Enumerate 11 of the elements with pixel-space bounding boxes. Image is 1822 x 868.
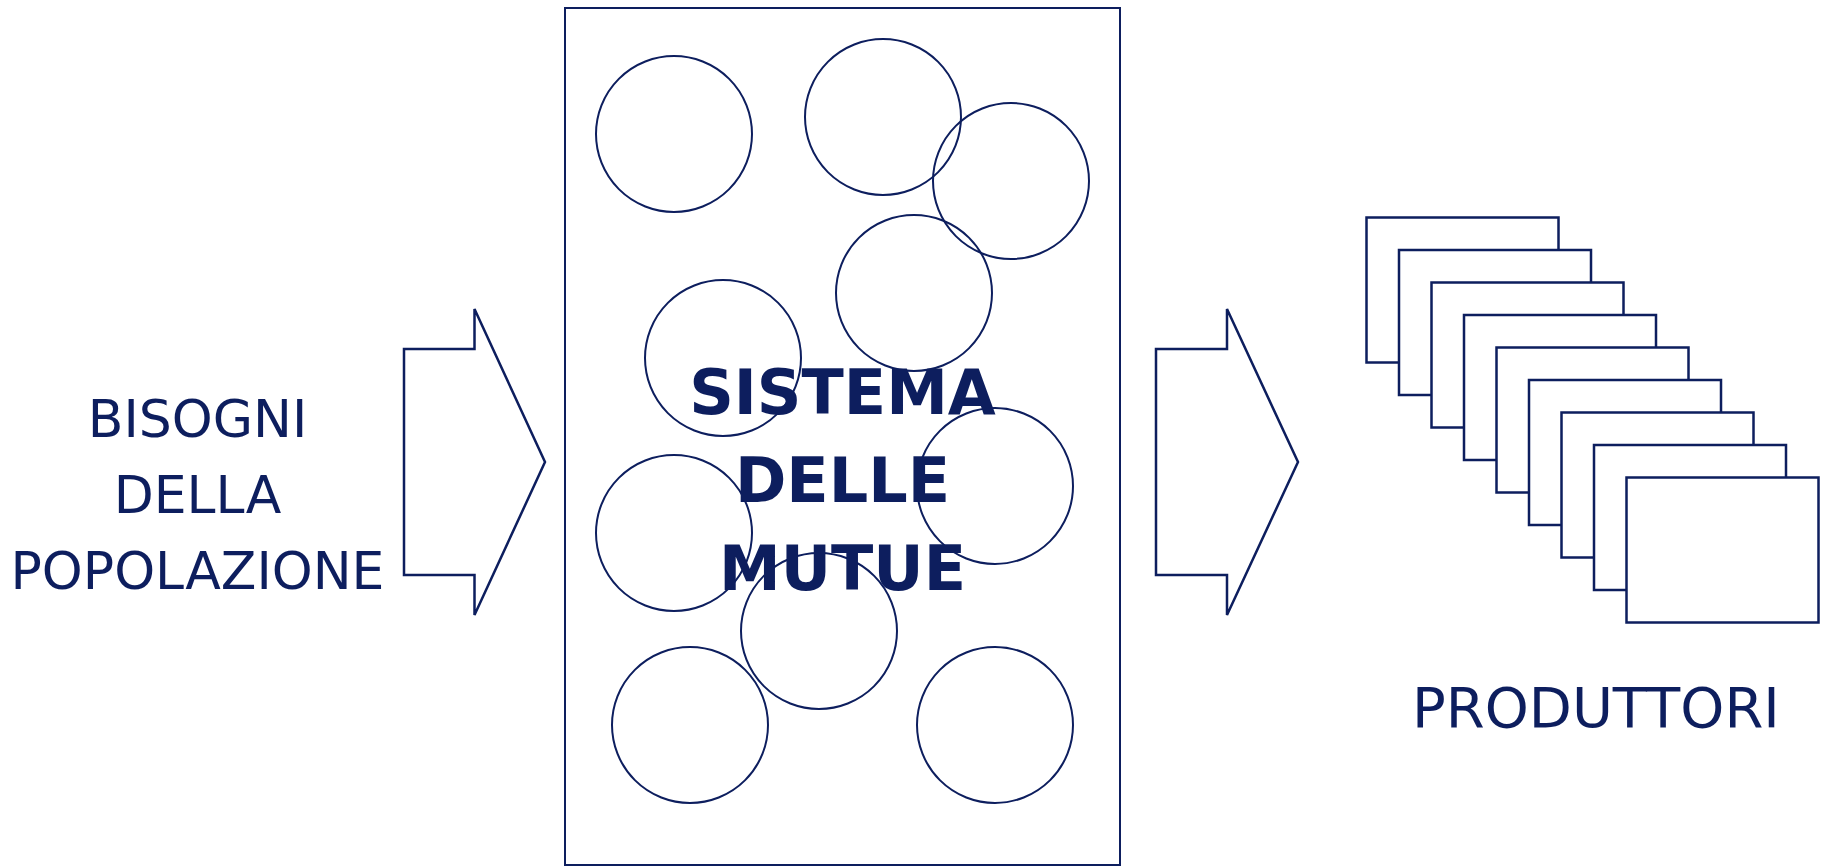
block-arrow — [1154, 307, 1300, 617]
circle — [611, 646, 769, 804]
circle — [932, 102, 1090, 260]
block-arrow — [402, 307, 547, 617]
circle — [804, 38, 962, 196]
needs-text: BISOGNI DELLA POPOLAZIONE — [0, 380, 395, 610]
group-label: PRODUTTORI — [1412, 680, 1780, 736]
circle — [595, 55, 753, 213]
system-box — [564, 7, 1121, 866]
circle — [916, 646, 1074, 804]
box-stack-drawing — [1365, 216, 1818, 622]
